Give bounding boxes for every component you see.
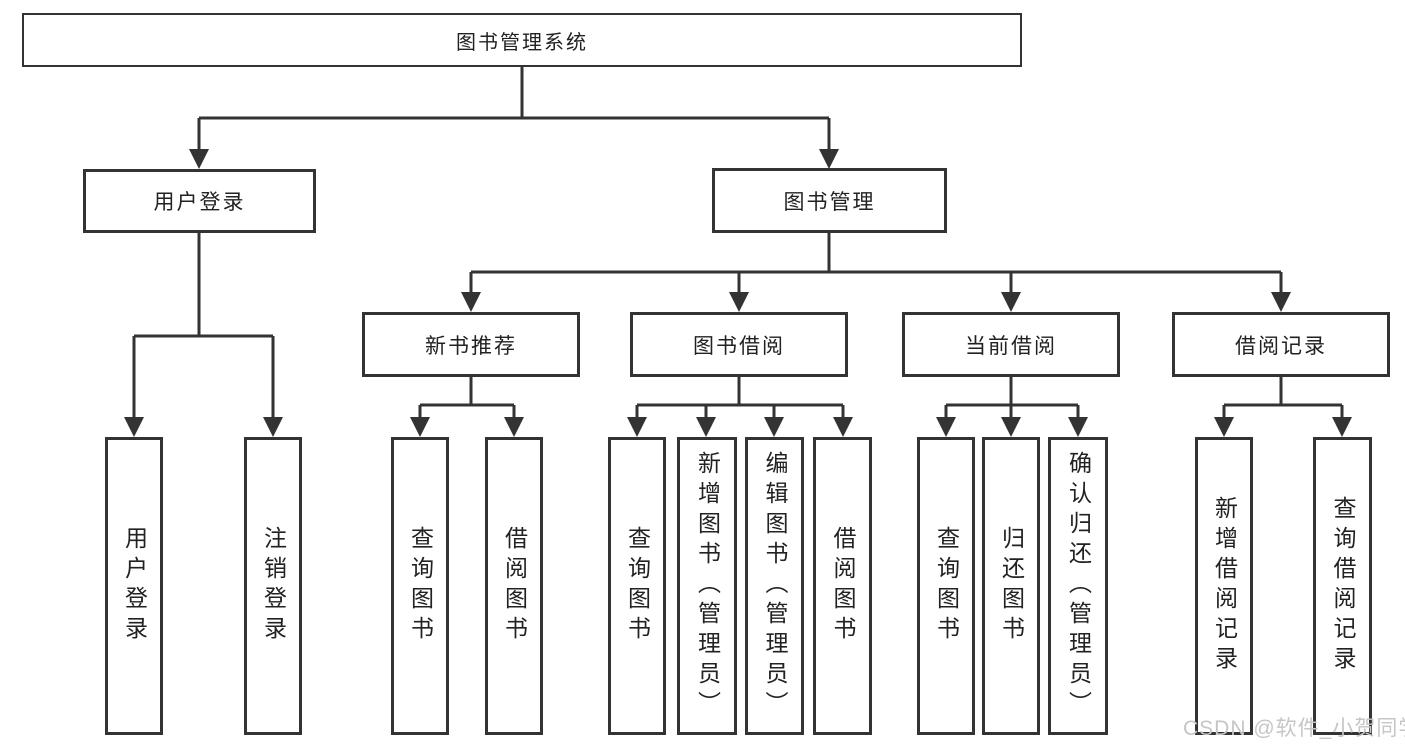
leaf-borrow-books-1: 借阅图书 — [485, 437, 543, 735]
leaf-confirm-return-admin: 确认归还（管理员） — [1048, 437, 1108, 735]
leaf-query-books-3: 查询图书 — [917, 437, 975, 735]
leaf-return-books: 归还图书 — [982, 437, 1040, 735]
node-label: 新书推荐 — [425, 334, 517, 358]
node-label: 编辑图书（管理员） — [762, 451, 788, 721]
node-label: 借阅记录 — [1235, 334, 1327, 358]
node-label: 查询图书 — [933, 526, 960, 646]
csdn-watermark: CSDN @软件_小贺同学 — [1183, 717, 1405, 740]
node-user-login: 用户登录 — [83, 169, 316, 233]
node-label: 用户登录 — [121, 526, 148, 646]
node-label: 查询图书 — [407, 526, 434, 646]
node-book-management: 图书管理 — [712, 168, 947, 233]
node-label: 用户登录 — [153, 191, 246, 214]
node-label: 查询借阅记录 — [1330, 496, 1356, 676]
node-label: 新增借阅记录 — [1211, 496, 1238, 676]
node-label: 查询图书 — [624, 526, 651, 646]
leaf-query-borrow-record: 查询借阅记录 — [1313, 437, 1372, 735]
node-borrowing-records: 借阅记录 — [1172, 312, 1390, 377]
node-library-management-system: 图书管理系统 — [22, 13, 1022, 67]
node-label: 图书管理系统 — [456, 31, 588, 54]
leaf-user-login: 用户登录 — [105, 437, 163, 735]
node-label: 借阅图书 — [830, 526, 856, 646]
leaf-query-books-2: 查询图书 — [608, 437, 666, 735]
node-label: 归还图书 — [998, 526, 1025, 646]
node-label: 当前借阅 — [965, 334, 1057, 358]
arrowheads — [124, 149, 1352, 437]
leaf-borrow-books-2: 借阅图书 — [813, 437, 872, 735]
node-label: 确认归还（管理员） — [1065, 451, 1092, 721]
node-book-borrowing: 图书借阅 — [630, 312, 848, 377]
node-current-borrowing: 当前借阅 — [902, 312, 1120, 377]
leaf-logout: 注销登录 — [244, 437, 302, 735]
node-label: 图书借阅 — [693, 334, 785, 358]
node-label: 新增图书（管理员） — [694, 451, 721, 721]
tree-edges — [132, 66, 1344, 420]
leaf-edit-books-admin: 编辑图书（管理员） — [745, 437, 804, 735]
node-label: 注销登录 — [260, 526, 287, 646]
leaf-query-books-1: 查询图书 — [391, 437, 449, 735]
leaf-add-borrow-record: 新增借阅记录 — [1195, 437, 1253, 735]
node-label: 借阅图书 — [501, 526, 528, 646]
leaf-add-books-admin: 新增图书（管理员） — [677, 437, 737, 735]
node-new-book-recommendation: 新书推荐 — [362, 312, 580, 377]
node-label: 图书管理 — [783, 190, 876, 214]
